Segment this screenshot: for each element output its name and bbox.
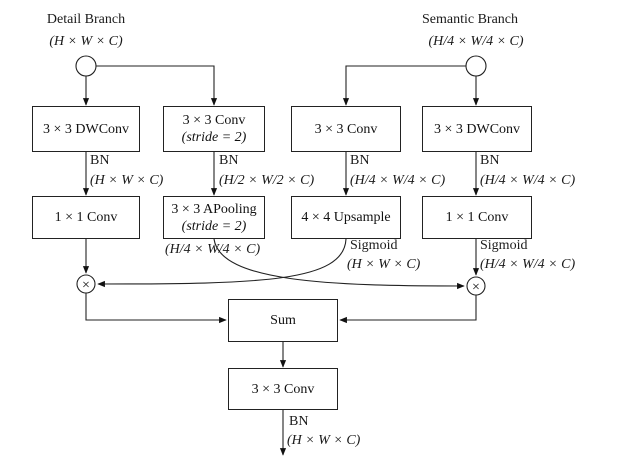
detail-input-node (75, 55, 97, 77)
bn-shape-1: (H × W × C) (90, 173, 164, 188)
bn-label-4: BN (480, 153, 500, 168)
multiply-symbol-right: × (472, 280, 480, 295)
edge-apool-to-mult-right (213, 238, 465, 290)
bn-output-shape: (H × W × C) (287, 433, 361, 448)
bn-output-label: BN (289, 414, 309, 429)
semantic-input-node (465, 55, 487, 77)
detail-branch-shape: (H × W × C) (49, 34, 123, 49)
semantic-conv-label: 3 × 3 Conv (314, 121, 378, 137)
apooling-box: 3 × 3 APooling (stride = 2) (163, 196, 265, 239)
detail-dwconv-label: 3 × 3 DWConv (42, 121, 130, 137)
detail-branch-title: Detail Branch (46, 12, 126, 27)
bn-shape-4: (H/4 × W/4 × C) (480, 173, 576, 188)
semantic-dwconv-box: 3 × 3 DWConv (422, 106, 532, 152)
semantic-dwconv-label: 3 × 3 DWConv (433, 121, 521, 137)
semantic-1x1-conv-label: 1 × 1 Conv (445, 210, 509, 225)
apooling-shape: (H/4 × W/4 × C) (165, 242, 261, 257)
detail-1x1-conv-box: 1 × 1 Conv (32, 196, 140, 239)
bn-shape-2: (H/2 × W/2 × C) (219, 173, 315, 188)
sigmoid-label-1: Sigmoid (350, 238, 398, 253)
detail-conv-label: 3 × 3 Conv (182, 113, 246, 128)
bn-label-2: BN (219, 153, 239, 168)
detail-1x1-conv-label: 1 × 1 Conv (54, 210, 118, 225)
sum-label: Sum (270, 313, 296, 328)
edge-mult-left-to-sum (85, 293, 227, 324)
sigmoid-shape-1: (H × W × C) (347, 257, 421, 272)
multiply-symbol-left: × (82, 278, 90, 293)
sigmoid-label-2: Sigmoid (480, 238, 528, 253)
detail-dwconv-box: 3 × 3 DWConv (32, 106, 140, 152)
edge-semantic-to-conv (342, 65, 466, 106)
final-conv-box: 3 × 3 Conv (228, 368, 338, 410)
edge-detail-to-conv-stride (96, 65, 218, 106)
final-conv-label: 3 × 3 Conv (251, 381, 315, 397)
upsample-box: 4 × 4 Upsample (291, 196, 401, 239)
apooling-label: 3 × 3 APooling (171, 201, 257, 217)
bn-shape-3: (H/4 × W/4 × C) (350, 173, 446, 188)
semantic-branch-shape: (H/4 × W/4 × C) (428, 34, 524, 49)
sum-box: Sum (228, 299, 338, 342)
semantic-branch-title: Semantic Branch (421, 12, 519, 27)
edge-mult-right-to-sum (339, 295, 477, 324)
semantic-1x1-conv-box: 1 × 1 Conv (422, 196, 532, 239)
bn-label-3: BN (350, 153, 370, 168)
bn-label-1: BN (90, 153, 110, 168)
upsample-label: 4 × 4 Upsample (301, 210, 391, 225)
detail-conv-stride-label: (stride = 2) (181, 130, 247, 145)
sigmoid-shape-2: (H/4 × W/4 × C) (480, 257, 576, 272)
semantic-conv-box: 3 × 3 Conv (291, 106, 401, 152)
detail-conv-stride-box: 3 × 3 Conv (stride = 2) (163, 106, 265, 152)
apooling-stride-label: (stride = 2) (181, 218, 247, 234)
